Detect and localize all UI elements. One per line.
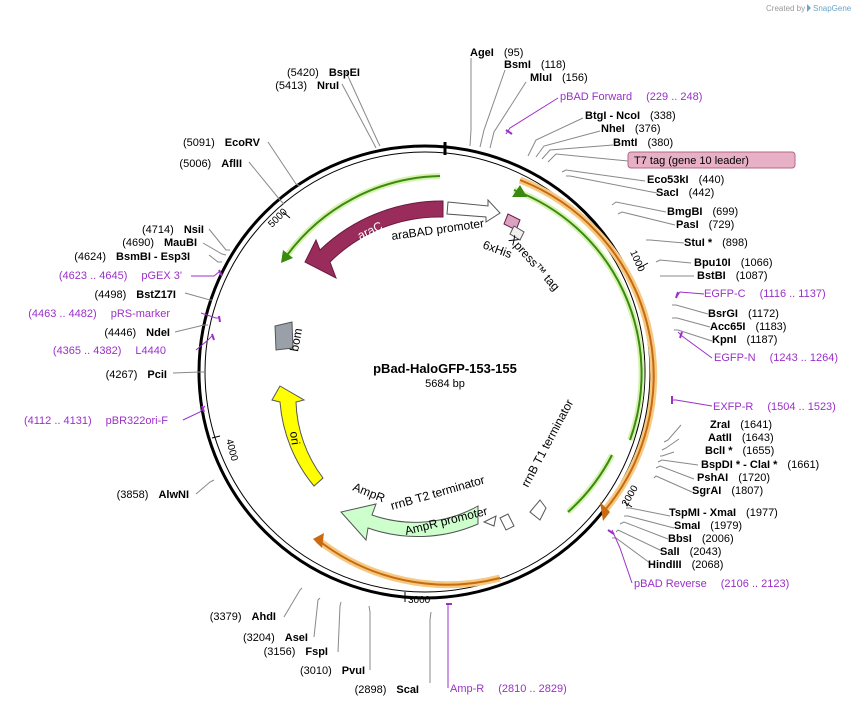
primer-egfp-n: EGFP-N(1243 .. 1264) [714,352,838,364]
site-agei: AgeI(95) [470,47,523,59]
site-nrui: (5413)NruI [275,80,339,92]
arabad-promoter-feature [446,198,501,223]
green-arc-rrnb [565,453,615,515]
t7-tag-label: T7 tag (gene 10 leader) [634,155,749,167]
green-arc-rrnb-line [567,454,613,513]
ampr-feature [340,503,479,542]
credit-brand: SnapGene [813,4,852,13]
primer-l4440: (4365 .. 4382)L4440 [53,345,166,357]
green-arc-arac-line [284,175,441,259]
ori-feature [271,385,324,487]
tick-5000: 5000 [266,206,290,230]
green-arc-gene-arrowhead [512,185,527,197]
primer-egfp-c: EGFP-C(1116 .. 1137) [704,288,826,300]
ampr-label: AmpR [351,480,387,506]
site-pshai: PshAI(1720) [697,472,770,484]
site-ndei: (4446)NdeI [104,327,170,339]
site-bpu10i: Bpu10I(1066) [694,257,772,269]
primer-pbad-reverse: pBAD Reverse(2106 .. 2123) [634,578,789,590]
site-bspei: (5420)BspEI [287,67,360,79]
site-maubi: (4690)MauBI [122,237,197,249]
leader-lines [172,58,713,683]
primer-ticks [201,129,683,605]
site-pvui: (3010)PvuI [300,665,365,677]
site-hindiii: HindIII(2068) [648,559,723,571]
ampr-promoter-feature [482,515,497,527]
site-ahdi: (3379)AhdI [210,611,276,623]
site-alwni: (3858)AlwNI [117,489,189,501]
site-bsmi: BsmI(118) [504,59,566,71]
primer-pgex3: (4623 .. 4645)pGEX 3' [59,270,182,282]
primer-pbr322ori-f: (4112 .. 4131)pBR322ori-F [24,415,168,427]
tick-marks [211,211,649,602]
site-bmti: BmtI(380) [613,137,673,149]
site-bcli: BclI *(1655) [705,445,774,457]
t7-tag-box [627,151,796,169]
xpress-tag-label: Xpress™ tag [506,233,563,294]
site-bsrgi: BsrGI(1172) [708,308,779,320]
orange-arc-gene-line [519,179,655,511]
green-arc-arac-arrowhead [281,250,293,263]
site-ecorv: (5091)EcoRV [183,137,261,149]
site-tspmi-xmai: TspMI - XmaI(1977) [669,507,778,519]
orange-arc-arrowhead [600,502,610,521]
credit-text: Created by [766,4,805,13]
orange-arc-ampr-line [317,539,501,586]
xpress-tag-feature [509,225,525,241]
plasmid-name: pBad-HaloGFP-153-155 [373,361,517,376]
tick-1000: 1000 [627,249,646,274]
site-bstbi: BstBI(1087) [697,270,768,282]
site-kpni: KpnI(1187) [712,334,777,346]
bom-label: bom [287,327,305,352]
site-bspdi-clai: BspDI * - ClaI *(1661) [701,459,819,471]
site-saci: SacI(442) [656,187,714,199]
site-nhei: NheI(376) [601,123,661,135]
site-pcii: (4267)PciI [106,369,167,381]
site-zrai: ZraI(1641) [710,419,772,431]
site-btgi-ncoi: BtgI - NcoI(338) [585,110,676,122]
site-labels: AgeI(95) BsmI(118) MluI(156) pBAD Forwar… [24,47,838,696]
site-aatii: AatII(1643) [708,432,774,444]
site-acc65i: Acc65I(1183) [710,321,786,333]
site-asei: (3204)AseI [243,632,308,644]
site-sali: SalI(2043) [660,546,721,558]
site-mlui: MluI(156) [530,72,588,84]
tick-4000: 4000 [223,438,239,463]
rrnb-t2-feature [499,513,515,531]
rrnb-t1-label: rrnB T1 terminator [518,397,576,489]
green-arc-gene [512,187,645,442]
orange-arc-ampr [315,537,501,589]
primer-exfp-r: EXFP-R(1504 .. 1523) [713,401,836,413]
plasmid-size: 5684 bp [425,378,465,390]
site-aflii: (5006)AflII [179,158,242,170]
site-bstz17i: (4498)BstZ17I [94,289,176,301]
primer-prs-marker: (4463 .. 4482)pRS-marker [28,308,170,320]
green-arc-gene-line [513,189,643,441]
tick-3000: 3000 [408,595,431,606]
site-fspi: (3156)FspI [264,646,328,658]
arac-feature [304,200,444,280]
bom-feature [274,321,294,351]
primer-amp-r: Amp-R(2810 .. 2829) [450,683,567,695]
site-bmgbi: BmgBI(699) [667,206,738,218]
site-sgrai: SgrAI(1807) [692,485,763,497]
rrnb-t1-feature [529,499,547,521]
orange-arc-ampr-arrowhead [313,533,324,548]
site-bbsi: BbsI(2006) [668,533,734,545]
site-eco53ki: Eco53kI(440) [647,174,724,186]
primer-lines [182,97,713,688]
site-scai: (2898)ScaI [355,684,419,696]
snapgene-logo-icon [807,4,811,12]
ori-label: ori [287,430,303,445]
site-smai: SmaI(1979) [674,520,742,532]
site-stui: StuI *(898) [684,237,748,249]
primer-pbad-forward: pBAD Forward(229 .. 248) [560,91,702,103]
site-nsii: (4714)NsiI [142,224,204,236]
site-bsmbi-esp3i: (4624)BsmBI - Esp3I [74,251,190,263]
site-pasi: PasI(729) [676,219,734,231]
